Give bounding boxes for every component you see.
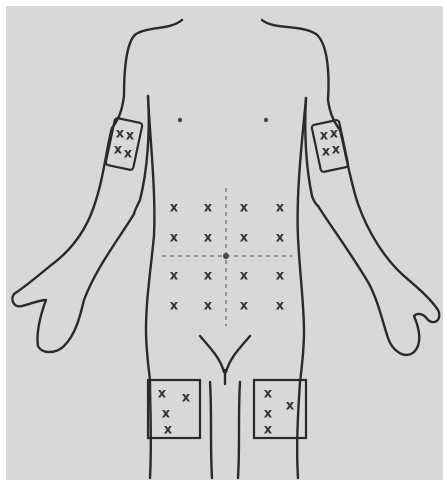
left-thigh-injection-mark: x [164, 423, 173, 438]
abdomen-injection-mark: x [204, 231, 213, 246]
abdomen-injection-mark: x [170, 231, 179, 246]
right-leg-inner-outline [238, 382, 240, 478]
abdomen-injection-mark: x [276, 201, 285, 216]
left-arm-injection-mark: x [116, 127, 125, 142]
right-arm-injection-mark: x [330, 127, 339, 142]
abdomen-injection-mark: x [276, 299, 285, 314]
abdomen-injection-mark: x [204, 201, 213, 216]
abdomen-injection-mark: x [170, 299, 179, 314]
left-arm-injection-mark: x [126, 129, 135, 144]
abdomen-injection-mark: x [170, 269, 179, 284]
left-thigh-injection-mark: x [162, 407, 171, 422]
left-leg-inner-outline [210, 382, 212, 478]
right-nipple [264, 118, 268, 122]
abdomen-injection-mark: x [276, 269, 285, 284]
abdomen-injection-mark: x [240, 201, 249, 216]
left-leg-outer-outline [150, 380, 151, 478]
abdomen-injection-mark: x [204, 299, 213, 314]
right-arm-injection-mark: x [322, 145, 331, 160]
abdomen-injection-mark: x [170, 201, 179, 216]
left-nipple [178, 118, 182, 122]
left-thigh-injection-mark: x [158, 387, 167, 402]
right-thigh-injection-mark: x [286, 399, 295, 414]
right-arm-injection-mark: x [332, 143, 341, 158]
left-arm-injection-mark: x [124, 147, 133, 162]
abdomen-injection-mark: x [204, 269, 213, 284]
right-arm-injection-mark: x [320, 129, 329, 144]
left-arm-injection-mark: x [114, 143, 123, 158]
abdomen-injection-mark: x [240, 299, 249, 314]
right-thigh-injection-mark: x [264, 407, 273, 422]
right-thigh-injection-mark: x [264, 387, 273, 402]
left-thigh-injection-mark: x [182, 391, 191, 406]
abdomen-injection-mark: x [276, 231, 285, 246]
right-thigh-injection-mark: x [264, 423, 273, 438]
abdomen-injection-mark: x [240, 269, 249, 284]
abdomen-injection-mark: x [240, 231, 249, 246]
